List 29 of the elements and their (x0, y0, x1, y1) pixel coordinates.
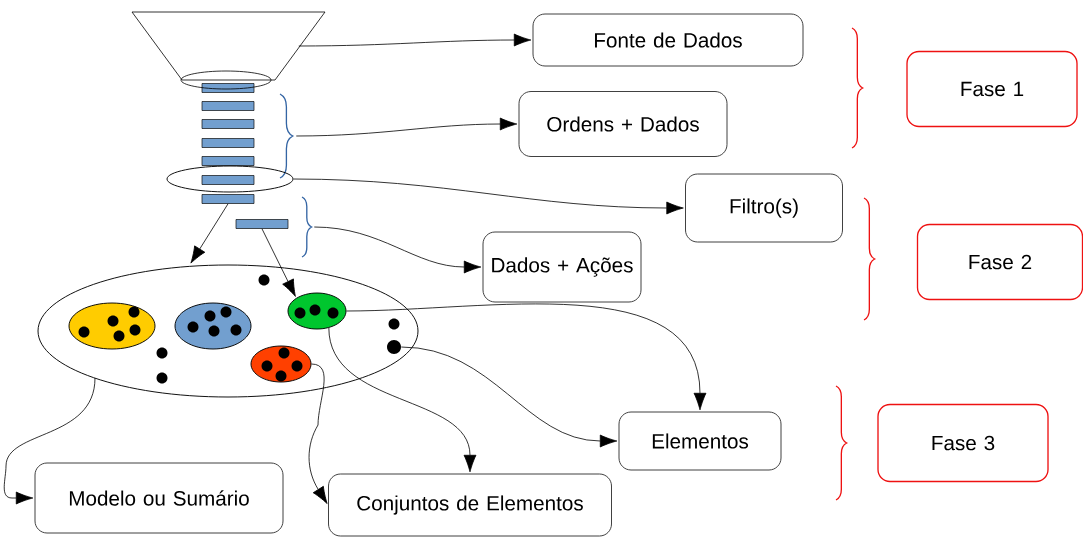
dot (387, 340, 401, 354)
ellipse (37, 264, 419, 398)
process-box: Elementos (618, 411, 782, 471)
arrow (3, 377, 96, 505)
process-box: Modelo ou Sumário (34, 462, 284, 534)
brace (301, 196, 313, 258)
brace (279, 93, 294, 179)
arrow (298, 33, 532, 47)
arrow (346, 303, 707, 411)
arrow (313, 226, 482, 274)
process-box: Conjuntos de Elementos (328, 473, 612, 537)
bar (235, 219, 289, 229)
process-box: Dados + Ações (482, 231, 642, 303)
arrow (293, 178, 684, 215)
ellipse (166, 165, 294, 193)
arrow (308, 363, 328, 504)
phase-box: Fase 3 (877, 403, 1049, 483)
arrow (190, 203, 229, 264)
process-box: Fonte de Dados (532, 13, 804, 67)
phase-box: Fase 1 (906, 50, 1078, 128)
arrow (400, 346, 618, 448)
funnel (131, 11, 326, 90)
bar (201, 194, 255, 204)
arrow (295, 117, 518, 137)
process-box: Ordens + Dados (518, 91, 728, 157)
arrow (261, 228, 296, 297)
phase-box: Fase 2 (916, 223, 1083, 301)
arrow (328, 327, 477, 473)
process-box: Filtro(s) (685, 173, 843, 243)
